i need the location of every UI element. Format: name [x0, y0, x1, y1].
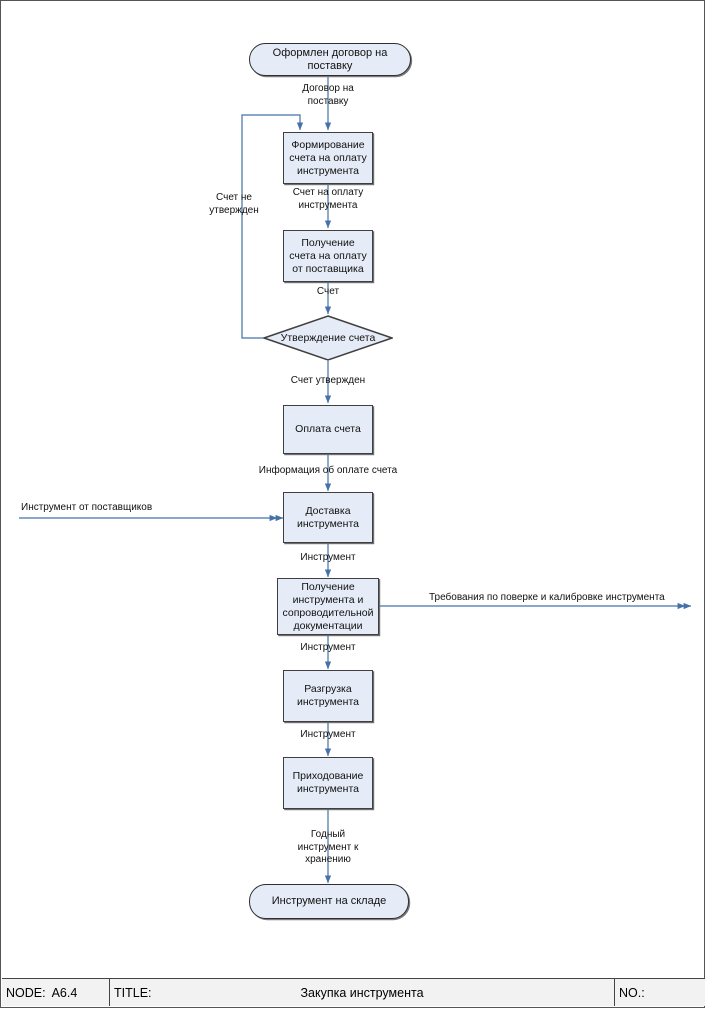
node-delivery-label: Доставка инструмента: [297, 504, 359, 530]
edge-label-tool-3: Инструмент: [300, 729, 356, 740]
node-booking-label: Приходование инструмента: [292, 770, 364, 795]
edge-label-tool-1: Инструмент: [300, 552, 356, 563]
node-pay-invoice-label: Оплата счета: [295, 423, 361, 435]
edge-label-requirements: Требования по поверке и калибровке инстр…: [429, 592, 665, 603]
title-block-node-cell: NODE: A6.4: [2, 979, 110, 1006]
edge-label-good-tool: Годный инструмент к хранению: [297, 829, 359, 865]
title-block-node-key: NODE:: [6, 985, 46, 1000]
title-block: NODE: A6.4 TITLE: Закупка инструмента NO…: [2, 978, 705, 1006]
title-block-no-key: NO.:: [619, 985, 645, 1000]
edge-label-contract: Договор на поставку: [302, 83, 354, 107]
node-approve-invoice[interactable]: Утверждение счета: [263, 315, 393, 361]
node-start[interactable]: Оформлен договор на поставку: [249, 43, 411, 76]
node-receive-invoice[interactable]: Получение счета на оплату от поставщика: [283, 230, 373, 282]
edge-label-invoice: Счет: [316, 286, 340, 297]
node-receive-invoice-label: Получение счета на оплату от поставщика: [289, 236, 367, 275]
node-unload-label: Разгрузка инструмента: [297, 683, 359, 708]
title-block-node-value: A6.4: [51, 985, 78, 1000]
node-pay-invoice[interactable]: Оплата счета: [283, 405, 373, 454]
title-block-title-key: TITLE:: [114, 985, 152, 1000]
node-end[interactable]: Инструмент на складе: [249, 884, 409, 919]
node-approve-invoice-label: Утверждение счета: [280, 332, 376, 344]
edge-label-payment-info: Информация об оплате счета: [258, 465, 398, 476]
node-delivery[interactable]: Доставка инструмента: [283, 492, 373, 543]
node-unload[interactable]: Разгрузка инструмента: [283, 670, 373, 722]
title-block-title-value: Закупка инструмента: [300, 985, 424, 1000]
edge-label-invoice-request: Счет на оплату инструмента: [292, 187, 364, 211]
node-end-label: Инструмент на складе: [271, 895, 387, 907]
title-block-title-cell: TITLE: Закупка инструмента: [110, 979, 615, 1006]
node-form-invoice[interactable]: Формирование счета на оплату инструмента: [283, 132, 373, 184]
node-intake-label: Получение инструмента и сопроводительной…: [282, 580, 374, 632]
node-form-invoice-label: Формирование счета на оплату инструмента: [289, 138, 367, 177]
edge-label-tool-2: Инструмент: [300, 642, 356, 653]
edge-label-not-approved: Счет не утвержден: [209, 192, 259, 216]
title-block-no-cell: NO.:: [615, 979, 705, 1006]
node-intake[interactable]: Получение инструмента и сопроводительной…: [277, 578, 379, 635]
node-booking[interactable]: Приходование инструмента: [283, 757, 373, 809]
node-start-label: Оформлен договор на поставку: [272, 46, 388, 72]
edge-label-approved: Счет утвержден: [290, 375, 366, 386]
edge-label-from-suppliers: Инструмент от поставщиков: [21, 502, 153, 513]
